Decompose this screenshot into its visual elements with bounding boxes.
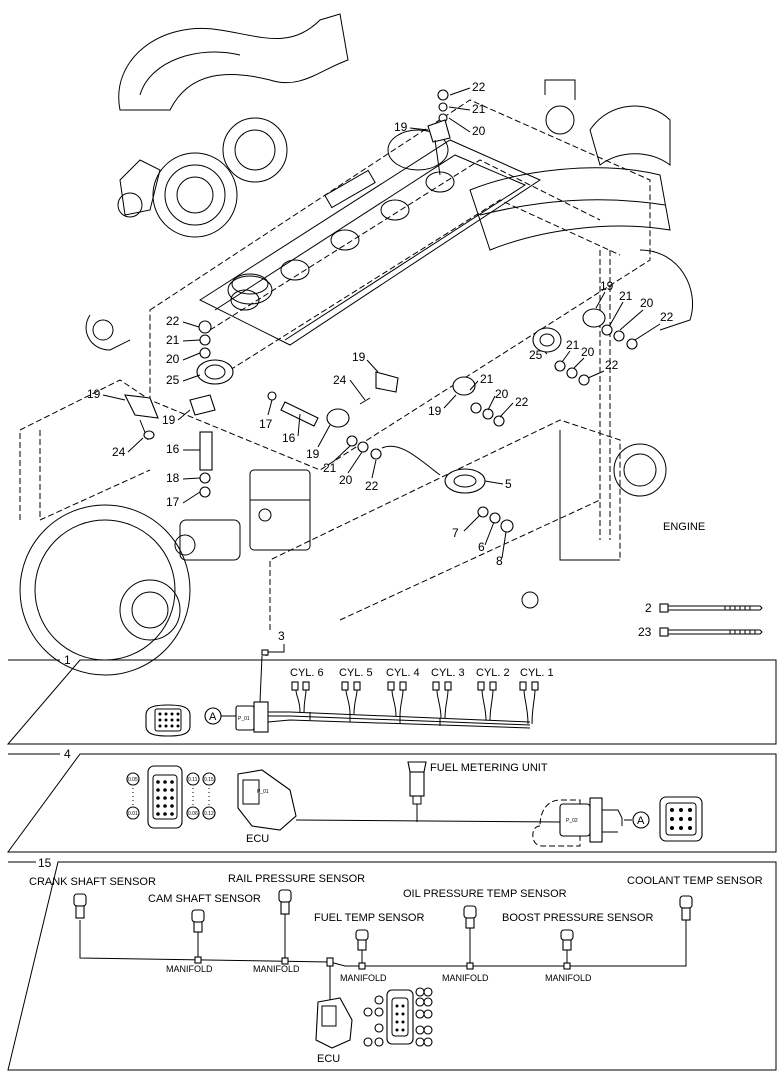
callout-19-center3: 19 xyxy=(428,404,442,418)
ecu-label-15: ECU xyxy=(317,1053,340,1065)
sensor-icons xyxy=(73,889,693,970)
callout-20-left: 20 xyxy=(166,352,180,366)
callout-20-right2: 20 xyxy=(581,345,595,359)
fuel-metering-unit-label: FUEL METERING UNIT xyxy=(430,762,548,774)
callout-19-right: 19 xyxy=(600,279,614,293)
pin-label-001: 0.01 xyxy=(128,811,138,817)
callout-20-top: 20 xyxy=(472,124,486,138)
coolant-temp-sensor-label: COOLANT TEMP SENSOR xyxy=(627,875,763,887)
callout-19-center: 19 xyxy=(306,447,320,461)
connector-tag-a-4 xyxy=(632,811,650,829)
callout-22-top: 22 xyxy=(472,80,486,94)
callout-17-center: 17 xyxy=(259,417,273,431)
legend-num-2: 2 xyxy=(645,601,652,615)
connector-pins xyxy=(158,712,180,728)
manifold-label-5: MANIFOLD xyxy=(545,973,592,983)
callout-21-left: 21 xyxy=(166,333,180,347)
manifold-label-1: MANIFOLD xyxy=(166,964,213,974)
callout-16-center: 16 xyxy=(282,431,296,445)
callout-17-lower: 18 xyxy=(166,471,180,485)
callout-21-top: 21 xyxy=(472,102,486,116)
callout-24-center: 24 xyxy=(333,373,347,387)
ecu-face-pins xyxy=(156,780,174,816)
callout-21-center: 21 xyxy=(323,461,337,475)
plug-label-p01: P_01 xyxy=(238,716,250,722)
callout-20-center: 20 xyxy=(339,473,353,487)
ecu-plug-label: P_01 xyxy=(257,789,269,795)
harness-15-panel: 15 CRANK SHAFT SENSOR CAM SHAFT SENSOR R… xyxy=(7,856,777,1071)
cyl-3-label: CYL. 3 xyxy=(431,667,465,679)
manifold-label-3: MANIFOLD xyxy=(340,973,387,983)
callout-19-farleft: 19 xyxy=(87,387,101,401)
callout-25-left: 25 xyxy=(166,373,180,387)
harness-15-num: 15 xyxy=(38,856,52,870)
callout-7: 7 xyxy=(452,526,459,540)
manifold-label-4: MANIFOLD xyxy=(442,973,489,983)
oil-pressure-temp-sensor-label: OIL PRESSURE TEMP SENSOR xyxy=(403,888,567,900)
ecu-label-4: ECU xyxy=(246,833,269,845)
injector-row xyxy=(230,171,455,311)
callout-21-right: 21 xyxy=(619,289,633,303)
callout-22-center2: 22 xyxy=(515,395,529,409)
hardware-parts xyxy=(124,89,638,533)
callout-25-right: 25 xyxy=(529,348,543,362)
engine-label: ENGINE xyxy=(663,521,705,533)
pin-label-006: 0.06 xyxy=(188,811,198,817)
callout-20-center2: 20 xyxy=(495,387,509,401)
harness-1-num: 1 xyxy=(64,653,71,667)
plug-label-p02: P_02 xyxy=(566,818,578,824)
fuel-temp-sensor-label: FUEL TEMP SENSOR xyxy=(314,912,424,924)
callout-21-right2: 21 xyxy=(566,338,580,352)
callout-19-left: 19 xyxy=(162,413,176,427)
callout-22-right: 22 xyxy=(660,310,674,324)
ecu-face-15-pins xyxy=(363,987,433,1047)
callout-numbers: 22 21 20 19 22 21 20 25 19 24 19 16 17 1… xyxy=(87,80,705,568)
harness-4-panel: 4 0.05 0.01 0.11 0.06 0.15 0.12 P_01 ECU… xyxy=(7,747,777,853)
connector-tag-a-text: A xyxy=(209,711,217,723)
callout-19-center2: 19 xyxy=(352,350,366,364)
legend-num-23: 23 xyxy=(638,625,652,639)
cyl-6-label: CYL. 6 xyxy=(290,667,324,679)
callout-21-center2: 21 xyxy=(480,372,494,386)
ecu-plug-icon xyxy=(237,769,297,831)
crank-shaft-sensor-label: CRANK SHAFT SENSOR xyxy=(29,876,156,888)
callout-22-center: 22 xyxy=(365,479,379,493)
callout-18-left: 17 xyxy=(166,495,180,509)
cyl-4-label: CYL. 4 xyxy=(386,667,420,679)
callout-16-left: 16 xyxy=(166,442,180,456)
callout-6: 6 xyxy=(478,540,485,554)
rail-pressure-sensor-label: RAIL PRESSURE SENSOR xyxy=(228,873,365,885)
callout-24-left: 24 xyxy=(112,445,126,459)
legend-ties: 2 23 xyxy=(638,601,763,639)
ecu-plug-15-icon xyxy=(315,997,353,1049)
callout-19-top: 19 xyxy=(394,120,408,134)
cylinder-branches xyxy=(291,681,539,725)
callout-22-left: 22 xyxy=(166,314,180,328)
pin-label-005: 0.05 xyxy=(128,777,138,783)
cyl-2-label: CYL. 2 xyxy=(476,667,510,679)
pin-label-015: 0.15 xyxy=(204,777,214,783)
engine-illustration xyxy=(19,13,694,676)
pin-label-012: 0.12 xyxy=(204,811,214,817)
cyl-5-label: CYL. 5 xyxy=(339,667,373,679)
callout-5: 5 xyxy=(505,477,512,491)
harness-1-panel: 1 3 A P_01 xyxy=(6,629,777,745)
connector-face-icon xyxy=(145,704,191,737)
ecu-face-15-icon xyxy=(386,989,414,1045)
boost-pressure-sensor-label: BOOST PRESSURE SENSOR xyxy=(502,912,653,924)
connector-tag-a-4-text: A xyxy=(637,815,645,827)
callout-3: 3 xyxy=(278,629,285,643)
callout-20-right: 20 xyxy=(640,296,654,310)
cyl-1-label: CYL. 1 xyxy=(520,667,554,679)
callout-22-right2: 22 xyxy=(605,358,619,372)
pin-label-011: 0.11 xyxy=(188,777,198,783)
cam-shaft-sensor-label: CAM SHAFT SENSOR xyxy=(148,893,261,905)
fuel-metering-unit-icon xyxy=(407,761,427,773)
harness-4-num: 4 xyxy=(64,747,71,761)
manifold-label-2: MANIFOLD xyxy=(253,964,300,974)
callout-8: 8 xyxy=(496,554,503,568)
